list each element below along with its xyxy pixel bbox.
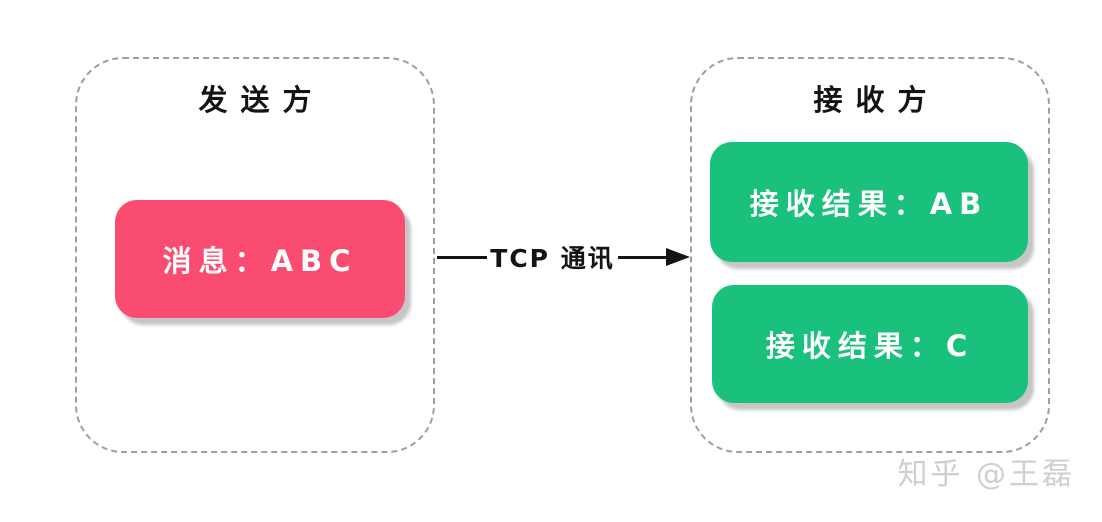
arrow-label: TCP 通讯 — [490, 244, 615, 273]
receive-result-node-1: 接收结果：AB — [710, 142, 1028, 262]
arrow-line-left — [437, 255, 488, 259]
arrow-line-right — [617, 255, 668, 259]
receive-result-label-2: 接收结果：C — [765, 329, 975, 363]
receive-result-label-1: 接收结果：AB — [749, 187, 989, 221]
receive-result-node-2: 接收结果：C — [712, 285, 1028, 403]
tcp-arrow: TCP 通讯 — [437, 240, 690, 274]
sender-title: 发送方 — [198, 83, 325, 117]
watermark: 知乎 @王磊 — [897, 457, 1075, 492]
sender-panel: 发送方 消息：ABC — [75, 57, 435, 453]
receiver-title: 接收方 — [813, 83, 940, 117]
message-node: 消息：ABC — [115, 200, 405, 318]
arrowhead-icon — [666, 248, 690, 266]
message-node-label: 消息：ABC — [162, 244, 358, 278]
receiver-panel: 接收方 接收结果：AB 接收结果：C — [690, 57, 1050, 453]
